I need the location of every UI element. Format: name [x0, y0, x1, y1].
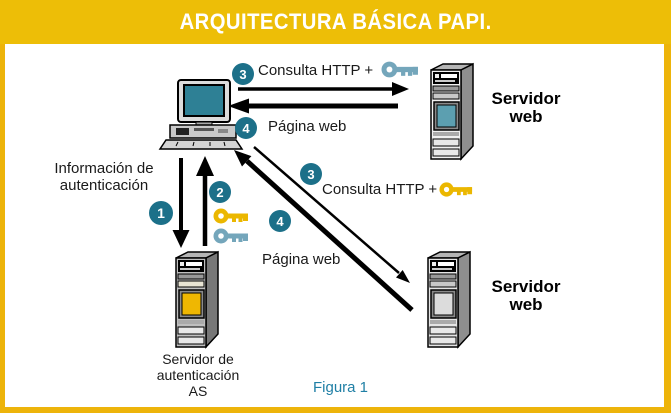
border-left [0, 44, 5, 413]
label-consulta-http-mid: Consulta HTTP + [322, 181, 438, 198]
client-computer-icon [158, 79, 244, 150]
arrow-auth-up [196, 156, 214, 246]
step-number: 1 [157, 205, 165, 221]
label-pagina-web-mid: Página web [262, 251, 341, 268]
border-right [664, 44, 671, 413]
step-number: 4 [242, 120, 250, 136]
step-number: 2 [216, 184, 224, 200]
blue-key-icon [213, 228, 248, 244]
gold-key-icon [439, 182, 473, 197]
label-line: web [509, 107, 543, 126]
step-badge-4-top: 4 [235, 117, 257, 139]
label-line: autenticación [156, 367, 240, 383]
label-line: Información de [54, 160, 154, 177]
label-consulta-http-top: Consulta HTTP + [258, 62, 374, 79]
label-servidor-web-bottom: Servidor web [476, 278, 576, 314]
border-bottom [0, 407, 671, 413]
step-number: 3 [239, 66, 247, 82]
label-line: AS [188, 383, 208, 399]
step-badge-2: 2 [209, 181, 231, 203]
arrow-top-request [238, 82, 409, 96]
title-banner: ARQUITECTURA BÁSICA PAPI. [0, 0, 671, 44]
step-badge-3-top: 3 [232, 63, 254, 85]
label-line: Servidor [491, 277, 561, 296]
server-web-top-icon [430, 62, 474, 161]
arrow-auth-down [172, 158, 190, 248]
step-badge-1: 1 [149, 201, 173, 225]
step-badge-4-mid: 4 [269, 210, 291, 232]
label-pagina-web-top: Página web [268, 118, 347, 135]
label-auth-server: Servidor de autenticación AS [142, 351, 254, 399]
figure-title: ARQUITECTURA BÁSICA PAPI. [179, 9, 492, 34]
arrow-diag-response [234, 150, 414, 312]
label-line: web [509, 295, 543, 314]
figure-caption: Figura 1 [313, 379, 369, 396]
auth-server-icon [175, 250, 219, 349]
server-web-bottom-icon [427, 250, 471, 349]
step-number: 4 [276, 213, 284, 229]
blue-key-icon [381, 61, 418, 78]
label-line: autenticación [59, 177, 149, 194]
gold-key-icon [213, 208, 248, 224]
label-line: Servidor [491, 89, 561, 108]
label-info-autenticacion: Información de autenticación [36, 160, 172, 194]
label-servidor-web-top: Servidor web [476, 90, 576, 126]
step-badge-3-mid: 3 [300, 163, 322, 185]
step-number: 3 [307, 166, 315, 182]
label-line: Servidor de [162, 351, 234, 367]
arrow-top-response [228, 98, 398, 114]
